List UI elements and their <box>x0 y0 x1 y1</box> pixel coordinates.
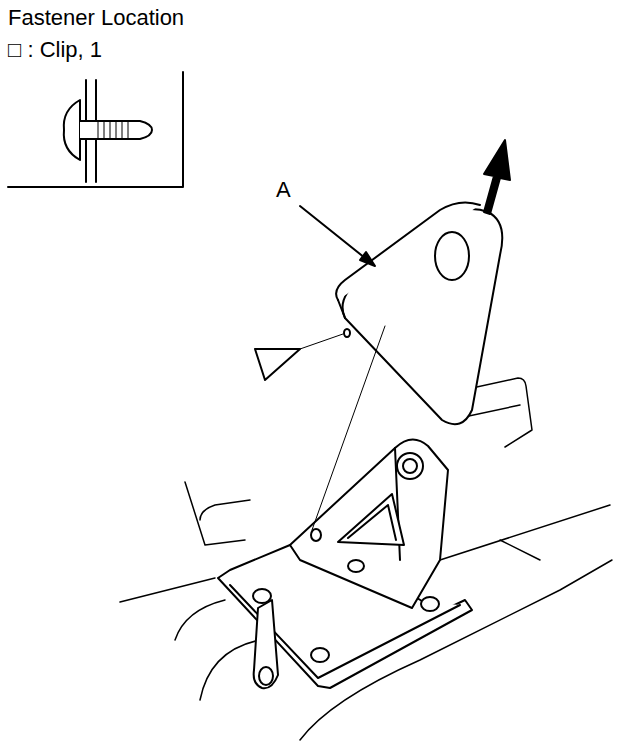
part-letter: A <box>276 178 291 202</box>
console-outline <box>120 378 612 740</box>
inset-frame <box>8 72 183 187</box>
mount-bracket <box>218 439 472 688</box>
leader-line <box>300 334 343 349</box>
direction-arrow <box>484 140 510 214</box>
cover-panel <box>336 202 502 424</box>
alignment-line <box>312 326 385 530</box>
leader-line <box>300 206 375 266</box>
clip-marker <box>255 349 300 380</box>
heading: Fastener Location <box>8 6 184 30</box>
clip-symbol <box>64 80 152 182</box>
fastener-key: □ : Clip, 1 <box>8 38 102 62</box>
